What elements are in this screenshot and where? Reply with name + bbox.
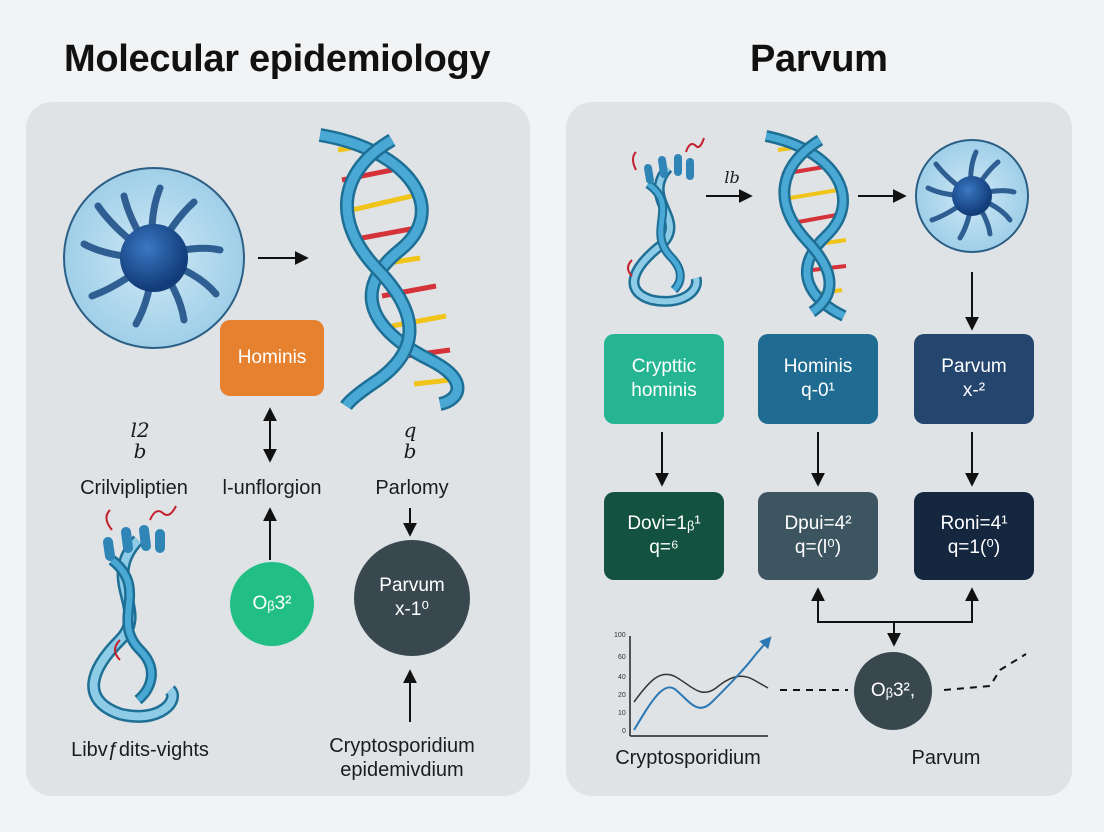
box-parvum-right: Parvum x-² (914, 334, 1034, 424)
box-hominis-right: Hominis q-0¹ (758, 334, 878, 424)
right-title: Parvum (750, 38, 888, 80)
right-panel (566, 102, 1072, 796)
mini-chart-tick-20: 20 (618, 692, 626, 699)
label-bottom-left: Libvƒdits-vights (71, 739, 209, 761)
circle-parvum-left: Parvum x-1⁰ (354, 540, 470, 656)
arrow-label-lb: lb (724, 168, 740, 187)
left-panel (26, 102, 530, 796)
label-parvum-bottom: Parvum (911, 747, 981, 769)
label-cryptosporidium-right: Cryptosporidium (615, 747, 761, 769)
mini-chart-tick-0: 0 (622, 728, 626, 735)
mini-chart-tick-100: 100 (614, 632, 626, 639)
mini-chart-tick-60: 60 (618, 654, 626, 661)
label-epidemivdium: epidemivdium (340, 759, 464, 781)
label-unflorgion: l-unflorgion (222, 477, 322, 499)
mini-chart-tick-10: 10 (618, 710, 626, 717)
symbol-l2-b: l2 b (130, 418, 150, 463)
symbol-q-b: q b (403, 418, 417, 463)
circle-green-o3: Oᵦ3² (230, 562, 314, 646)
box-dpui: Dpui=4² q=(l⁰) (758, 492, 878, 580)
mini-chart-tick-40: 40 (618, 674, 626, 681)
circle-o3-right: Oᵦ3², (854, 652, 932, 730)
label-crilvipliptien: Crilvipliptien (80, 477, 188, 499)
box-cryptic-hominis: Crypttic hominis (604, 334, 724, 424)
box-hominis-left: Hominis (220, 320, 324, 396)
label-parlomy: Parlomy (375, 477, 449, 499)
box-dovi: Dovi=1ᵦ¹ q=⁶ (604, 492, 724, 580)
label-cryptosporidium-left: Cryptosporidium (329, 735, 475, 757)
box-roni: Roni=4¹ q=1(⁰) (914, 492, 1034, 580)
left-title: Molecular epidemiology (64, 38, 491, 80)
